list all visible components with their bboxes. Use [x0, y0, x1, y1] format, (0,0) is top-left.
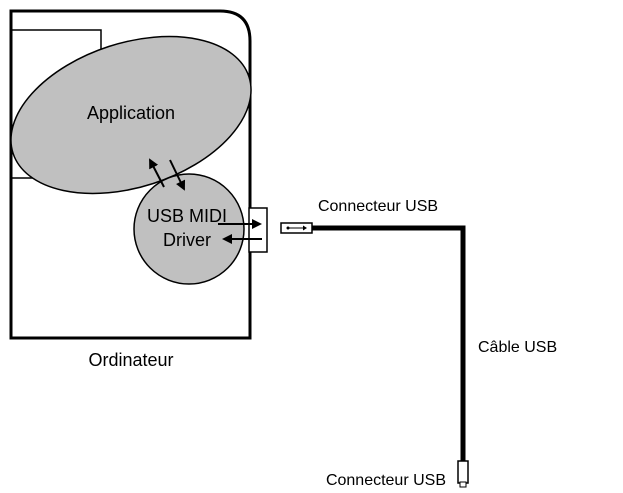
- arrow-driver-to-app: [149, 158, 165, 188]
- usb-plug-bottom-icon: [457, 460, 469, 488]
- usb-cable: [312, 225, 466, 462]
- application-label: Application: [87, 103, 175, 123]
- connector-bottom-label: Connecteur USB: [326, 472, 446, 489]
- application-ellipse: [10, 35, 252, 195]
- computer-label: Ordinateur: [88, 350, 173, 370]
- driver-label-line2: Driver: [163, 230, 211, 250]
- driver-label-line1: USB MIDI: [147, 206, 227, 226]
- driver-circle: [133, 173, 245, 285]
- usb-port-box: [248, 207, 268, 253]
- cable-label: Câble USB: [478, 339, 557, 356]
- connector-top-label: Connecteur USB: [318, 198, 438, 215]
- arrow-app-to-driver: [169, 159, 186, 191]
- usb-plug-top-icon: [280, 222, 313, 234]
